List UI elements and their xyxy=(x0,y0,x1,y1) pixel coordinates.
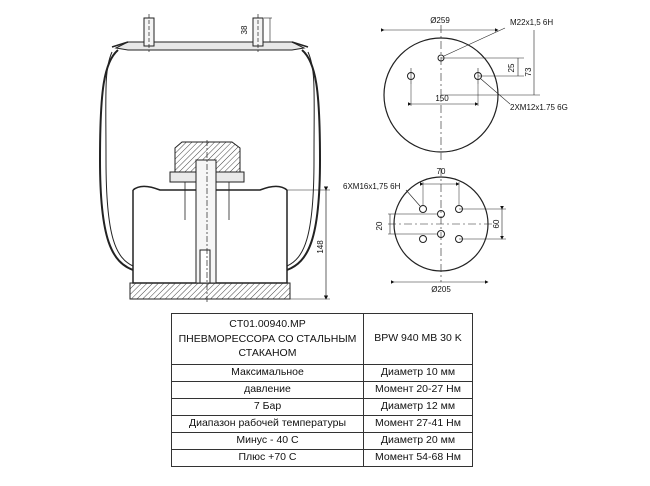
table-row: Максимальное Диаметр 10 мм xyxy=(171,363,474,382)
top-bolt-spacing: 150 xyxy=(435,94,449,103)
air-spring-side-view: 148 38 xyxy=(98,14,330,304)
top-offset-small: 25 xyxy=(507,63,516,72)
row-right: Диаметр 10 мм xyxy=(362,363,474,382)
spec-table: CT01.00940.MP ПНЕВМОРЕССОРА СО СТАЛЬНЫМ … xyxy=(171,313,474,467)
spec-header-row: CT01.00940.MP ПНЕВМОРЕССОРА СО СТАЛЬНЫМ … xyxy=(171,313,474,365)
product-code: CT01.00940.MP xyxy=(229,318,306,330)
row-right: Диаметр 20 мм xyxy=(362,431,474,450)
row-left: Минус - 40 С xyxy=(171,431,364,450)
top-offset-large: 73 xyxy=(524,67,533,76)
table-row: давление Момент 20-27 Нм xyxy=(171,380,474,399)
top-plate-view: Ø259 M22x1,5 6H 150 25 73 2XM12x1.75 6G xyxy=(381,16,568,160)
row-left: Плюс +70 С xyxy=(171,448,364,467)
bottom-width-dim: 70 xyxy=(437,167,446,176)
bottom-plate-view: 70 60 20 6XM16x1,75 6H Ø205 xyxy=(343,167,506,294)
row-left: давление xyxy=(171,380,364,399)
bottom-height-dim: 60 xyxy=(492,219,501,228)
row-right: Момент 54-68 Нм xyxy=(362,448,474,467)
table-row: Минус - 40 С Диаметр 20 мм xyxy=(171,431,474,450)
bottom-diameter-label: Ø205 xyxy=(431,285,451,294)
row-left: Диапазон рабочей температуры xyxy=(171,414,364,433)
table-row: Диапазон рабочей температуры Момент 27-4… xyxy=(171,414,474,433)
row-left: Максимальное xyxy=(171,363,364,382)
row-right: Диаметр 12 мм xyxy=(362,397,474,416)
spec-header-left: CT01.00940.MP ПНЕВМОРЕССОРА СО СТАЛЬНЫМ … xyxy=(171,313,364,365)
product-reference: BPW 940 MB 30 K xyxy=(362,313,474,365)
table-row: Плюс +70 С Момент 54-68 Нм xyxy=(171,448,474,467)
top-thread-label: M22x1,5 6H xyxy=(510,18,553,27)
product-name: ПНЕВМОРЕССОРА СО СТАЛЬНЫМ СТАКАНОМ xyxy=(178,332,357,360)
top-diameter-label: Ø259 xyxy=(430,16,450,25)
side-height-dim: 148 xyxy=(316,240,325,254)
stud-length-dim: 38 xyxy=(240,25,249,34)
technical-drawing: 148 38 Ø259 M22x1,5 6H 150 25 73 xyxy=(98,14,568,304)
top-bolt-thread-label: 2XM12x1.75 6G xyxy=(510,103,568,112)
table-row: 7 Бар Диаметр 12 мм xyxy=(171,397,474,416)
row-right: Момент 20-27 Нм xyxy=(362,380,474,399)
bottom-offset-dim: 20 xyxy=(375,221,384,230)
bottom-thread-label: 6XM16x1,75 6H xyxy=(343,182,401,191)
row-left: 7 Бар xyxy=(171,397,364,416)
row-right: Момент 27-41 Нм xyxy=(362,414,474,433)
